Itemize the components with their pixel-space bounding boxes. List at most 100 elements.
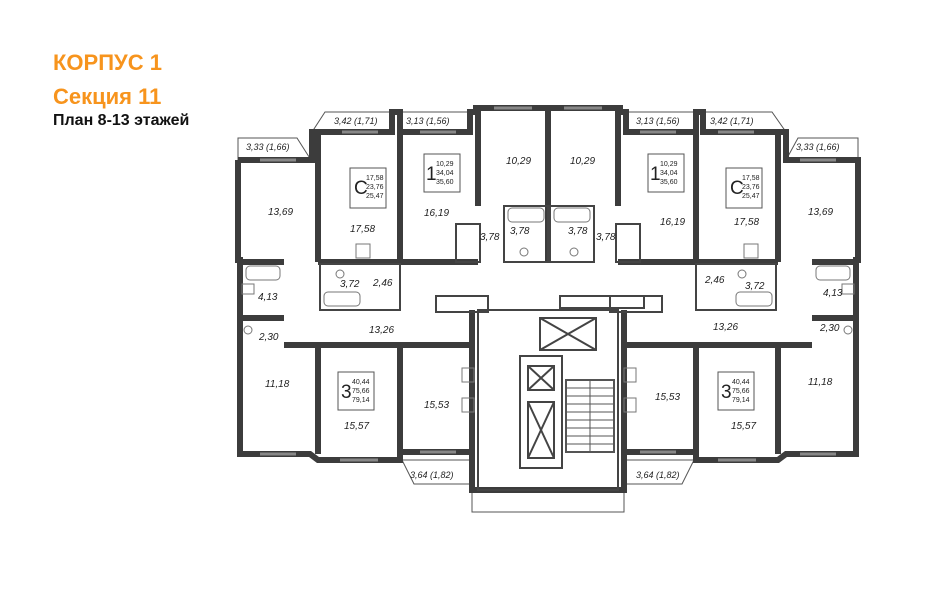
room-area-label: 2,30 — [819, 323, 840, 334]
badge-type: С — [354, 178, 368, 199]
room-area-label: 3,72 — [745, 281, 765, 292]
room-area-label: 3,78 — [480, 232, 500, 243]
stove-icon — [355, 243, 371, 259]
room-area-label: 16,19 — [660, 217, 685, 228]
corridor-bar — [559, 295, 645, 309]
stair-core — [477, 309, 619, 491]
badge-apartment-nw: С 17,58 23,76 25,47 — [349, 167, 387, 209]
section-title: Секция 11 — [53, 84, 162, 109]
badge-type: 3 — [341, 382, 352, 403]
elevators — [519, 317, 597, 469]
room-area-label: 13,69 — [808, 207, 833, 218]
bath-3-78-d — [615, 223, 641, 263]
room-area-label: 4,13 — [823, 288, 843, 299]
badge-v3: 35,60 — [436, 179, 454, 186]
room-area-label: 4,13 — [258, 292, 278, 303]
stove-icon — [461, 397, 475, 413]
toilet-icon — [335, 269, 345, 279]
bathtub-icon — [553, 207, 591, 223]
staircase — [565, 379, 615, 453]
kitchen-sink-icon — [623, 367, 637, 383]
room-area-label: 15,53 — [424, 400, 449, 411]
badge-apartment-se: 3 40,44 75,66 79,14 — [717, 371, 755, 411]
room-area-label: 2,30 — [258, 332, 279, 343]
fixtures — [241, 207, 855, 413]
stove-icon — [623, 397, 637, 413]
room-area-label: 10,29 — [506, 156, 531, 167]
room-area-label: 17,58 — [350, 224, 375, 235]
elevator-3 — [527, 401, 555, 459]
badge-v2: 23,76 — [742, 184, 760, 191]
balcony-area-label: 3,13 (1,56) — [406, 116, 450, 126]
room-area-label: 3,72 — [340, 279, 360, 290]
room-area-label: 13,69 — [268, 207, 293, 218]
bathtub-icon — [815, 265, 851, 281]
stove-icon — [743, 243, 759, 259]
room-area-label: 15,57 — [731, 421, 756, 432]
badge-type: 3 — [721, 382, 732, 403]
bath-block-left — [319, 263, 401, 311]
room-area-label: 3,78 — [568, 226, 588, 237]
badge-v1: 17,58 — [366, 175, 384, 182]
badge-v2: 34,04 — [436, 170, 454, 177]
sink-icon — [241, 283, 255, 295]
apartment-badges: С 17,58 23,76 25,47 1 10,29 34,04 35,60 … — [337, 153, 763, 411]
room-area-label: 13,26 — [369, 325, 394, 336]
room-area-label: 10,29 — [570, 156, 595, 167]
bathtub-icon — [245, 265, 281, 281]
badge-v1: 40,44 — [352, 379, 370, 386]
kitchen-sink-icon — [461, 367, 475, 383]
bathtub-icon — [507, 207, 545, 223]
toilet-icon — [519, 247, 529, 257]
floor-plan-title: План 8-13 этажей — [53, 112, 190, 129]
badge-v1: 10,29 — [436, 161, 454, 168]
balcony-bottom-center — [471, 491, 625, 513]
bath-block-right — [695, 263, 777, 311]
windows — [260, 106, 836, 462]
balcony-area-label: 3,64 (1,82) — [410, 470, 454, 480]
room-area-label: 11,18 — [808, 377, 833, 388]
room-area-label: 17,58 — [734, 217, 759, 228]
room-area-label: 11,18 — [265, 379, 290, 390]
room-area-label: 2,46 — [372, 278, 393, 289]
badge-v3: 79,14 — [732, 397, 750, 404]
room-area-label: 2,46 — [704, 275, 725, 286]
thin-walls — [319, 205, 777, 491]
bathtub-icon — [735, 291, 773, 307]
stair-landing — [519, 355, 563, 469]
balcony-area-label: 3,33 (1,66) — [796, 142, 840, 152]
elevator-1 — [539, 317, 597, 351]
balcony-area-label: 3,42 (1,71) — [334, 116, 378, 126]
badge-apartment-ne: С 17,58 23,76 25,47 — [725, 167, 763, 209]
badge-apartment-nc: 1 10,29 34,04 35,60 — [423, 153, 461, 193]
corridor-block — [435, 295, 489, 313]
toilet-icon — [243, 325, 253, 335]
toilet-icon — [843, 325, 853, 335]
badge-type: 1 — [426, 164, 437, 185]
bathtub-icon — [323, 291, 361, 307]
badge-v3: 25,47 — [742, 193, 760, 200]
room-area-label: 16,19 — [424, 208, 449, 219]
room-area-label: 3,78 — [510, 226, 530, 237]
bath-3-78-c — [549, 205, 595, 263]
badge-v2: 75,66 — [732, 388, 750, 395]
badge-type: 1 — [650, 164, 661, 185]
balcony-area-label: 3,64 (1,82) — [636, 470, 680, 480]
bath-3-78-a — [455, 223, 481, 263]
badge-apartment-sw: 3 40,44 75,66 79,14 — [337, 371, 375, 411]
badge-apartment-ne-c: 1 10,29 34,04 35,60 — [647, 153, 685, 193]
balconies — [237, 111, 859, 513]
room-area-label: 15,53 — [655, 392, 680, 403]
room-area-label: 13,26 — [713, 322, 738, 333]
room-labels: 3,42 (1,71) 3,13 (1,56) 3,13 (1,56) 3,42… — [246, 116, 843, 480]
badge-v2: 34,04 — [660, 170, 678, 177]
badge-v1: 10,29 — [660, 161, 678, 168]
balcony-area-label: 3,13 (1,56) — [636, 116, 680, 126]
badge-v2: 23,76 — [366, 184, 384, 191]
badge-v1: 17,58 — [742, 175, 760, 182]
badge-v3: 25,47 — [366, 193, 384, 200]
toilet-icon — [569, 247, 579, 257]
sink-icon — [841, 283, 855, 295]
bath-3-78-b — [503, 205, 549, 263]
room-area-label: 15,57 — [344, 421, 369, 432]
